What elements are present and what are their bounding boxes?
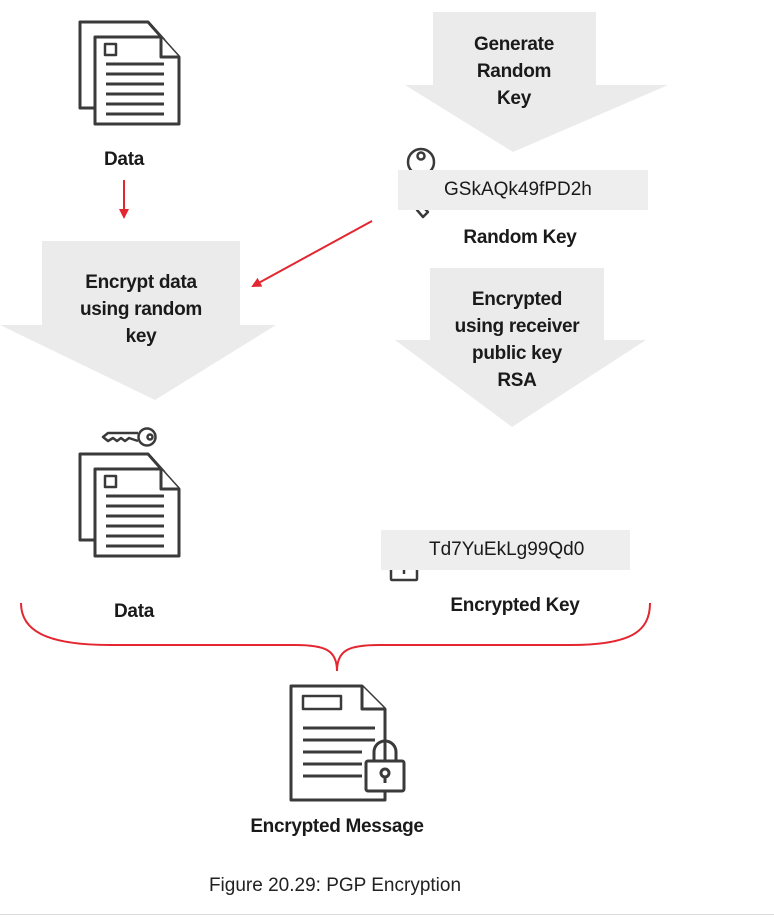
random-key-label: Random Key bbox=[463, 227, 577, 248]
generate-key-arrow bbox=[405, 12, 668, 152]
encrypt-key-label: Encrypted using receiver public key RSA bbox=[454, 289, 580, 391]
document-icon bbox=[78, 20, 181, 126]
locked-document-icon bbox=[289, 684, 406, 802]
generate-key-label: Generate Random Key bbox=[474, 34, 554, 109]
data-top-label: Data bbox=[104, 149, 144, 170]
encrypted-key-label: Encrypted Key bbox=[450, 595, 580, 616]
encrypted-key-value: Td7YuEkLg99Qd0 bbox=[381, 530, 630, 570]
encrypt-data-label: Encrypt data using random key bbox=[79, 272, 202, 347]
data-bottom-label: Data bbox=[114, 601, 154, 622]
random-key-value: GSkAQk49fPD2h bbox=[398, 170, 648, 210]
encrypt-data-arrow bbox=[0, 241, 276, 400]
small-key-icon bbox=[101, 427, 157, 447]
key-to-encrypt-arrow bbox=[251, 220, 373, 287]
encrypted-message-label: Encrypted Message bbox=[250, 816, 424, 837]
figure-caption: Figure 20.29: PGP Encryption bbox=[208, 875, 462, 896]
combine-brace bbox=[20, 602, 651, 672]
document-icon bbox=[78, 452, 181, 558]
encrypt-key-arrow bbox=[395, 268, 646, 427]
page-divider bbox=[0, 914, 774, 915]
